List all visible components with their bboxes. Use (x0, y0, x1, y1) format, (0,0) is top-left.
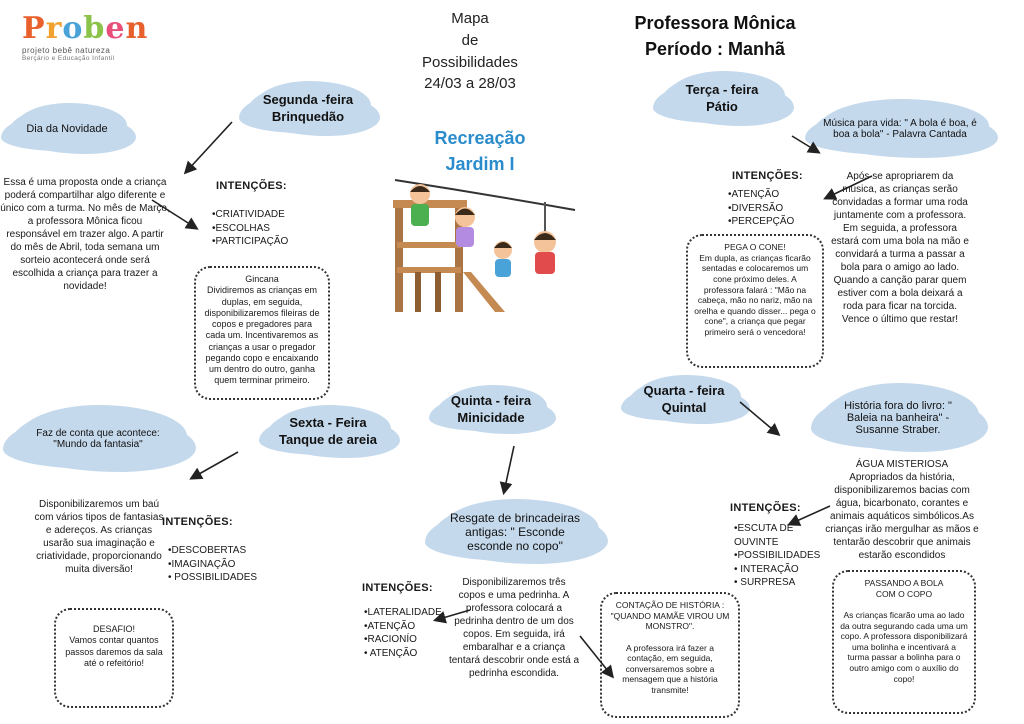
intention-item: •ESCUTA DE (734, 523, 794, 534)
wednesday-day: Quarta - feira (643, 383, 725, 399)
intention-item: •DIVERSÃO (728, 202, 784, 214)
thursday-activity: Resgate de brincadeiras antigas: " Escon… (449, 511, 581, 553)
class-title-line: Recreação (434, 128, 526, 148)
intention-item: •POSSIBILIDADES (734, 550, 821, 561)
intention-item: •LATERALIDADE (364, 607, 442, 618)
map-title-line: Mapa (451, 10, 489, 27)
intention-item: •ATENÇÃO (728, 189, 780, 200)
thursday-place: Minicidade (457, 410, 525, 425)
class-title: Recreação Jardim I (410, 125, 550, 177)
wednesday-intentions-list: •ESCUTA DE OUVINTE •POSSIBILIDADES • INT… (734, 522, 820, 590)
arrow-thursday (499, 445, 515, 496)
arrow-monday-intentions (151, 199, 199, 230)
thursday-activity-cloud: Resgate de brincadeiras antigas: " Escon… (432, 502, 598, 562)
map-title: Mapa de Possibilidades 24/03 a 28/03 (400, 8, 540, 95)
monday-intentions-title: INTENÇÕES: (216, 180, 287, 192)
intention-item: •CRIATIVIDADE (212, 209, 285, 220)
tuesday-intentions-title: INTENÇÕES: (732, 170, 803, 182)
monday-day: Segunda -feira (262, 92, 354, 108)
monday-activity: Dia da Novidade (26, 123, 108, 135)
intention-item: •PERCEPÇÃO (728, 216, 795, 227)
tuesday-day: Terça - feira (685, 82, 759, 98)
monday-intentions-list: •CRIATIVIDADE •ESCOLHAS •PARTICIPAÇÃO (212, 208, 288, 249)
friday-day: Sexta - Feira (289, 415, 367, 431)
teacher-block: Professora Mônica Período : Manhã (610, 10, 820, 62)
school-logo: Proben projeto bebê natureza Berçário e … (22, 11, 162, 63)
arrow-monday (183, 121, 233, 175)
friday-place: Tanque de areia (278, 432, 377, 447)
wednesday-description: ÁGUA MISTERIOSA Apropriados da história,… (825, 459, 979, 561)
monday-description: Essa é uma proposta onde a criança poder… (0, 177, 170, 292)
intention-item: • POSSIBILIDADES (168, 572, 258, 583)
logo-subtitle: Berçário e Educação Infantil (22, 55, 115, 62)
intention-item: •IMAGINAÇÃO (168, 558, 236, 570)
logo-tagline: projeto bebê natureza (22, 46, 111, 55)
arrow-thursday-story (579, 635, 614, 679)
wednesday-activity: História fora do livro: " Baleia na banh… (844, 400, 952, 436)
intention-item: • INTERAÇÃO (734, 563, 799, 575)
period: Período : Manhã (644, 39, 785, 60)
arrow-tuesday-intentions (823, 175, 873, 200)
tuesday-activity-cloud: Música para vida: " A bola é boa, é boa … (812, 102, 988, 156)
friday-activity-cloud: Faz de conta que acontece: "Mundo da fan… (10, 408, 186, 470)
intention-item: •PARTICIPAÇÃO (212, 236, 289, 247)
tuesday-game-box: PEGA O CONE! Em dupla, as crianças ficar… (686, 234, 824, 368)
friday-activity: Faz de conta que acontece: "Mundo da fan… (36, 428, 160, 450)
tuesday-activity: Música para vida: " A bola é boa, é boa … (823, 118, 977, 140)
map-date-range: 24/03 a 28/03 (424, 75, 516, 93)
arrow-wednesday (739, 401, 781, 437)
friday-intentions-title: INTENÇÕES: (162, 516, 233, 528)
friday-description: Disponibilizaremos um baú com vários tip… (34, 499, 164, 575)
arrow-friday (189, 451, 239, 480)
thursday-intentions-title: INTENÇÕES: (362, 582, 433, 594)
class-title-line: Jardim I (445, 154, 515, 175)
tuesday-intentions-list: •ATENÇÃO •DIVERSÃO •PERCEPÇÃO (728, 188, 794, 229)
teacher-name: Professora Mônica (634, 13, 796, 33)
arrow-wednesday-intentions (787, 505, 831, 526)
thursday-description: Disponibilizaremos três copos e uma pedr… (448, 577, 580, 679)
playground-illustration (393, 179, 576, 312)
map-title-line: de (461, 31, 479, 49)
intention-item: •ATENÇÃO (364, 620, 416, 632)
intention-item: • SURPRESA (734, 577, 796, 588)
wednesday-intentions-title: INTENÇÕES: (730, 502, 801, 514)
intention-item: •DESCOBERTAS (168, 545, 247, 556)
arrow-tuesday (791, 135, 821, 154)
wednesday-place: Quintal (661, 400, 707, 415)
tuesday-description: Após se apropriarem da música, as crianç… (831, 171, 969, 325)
intention-item: •ESCOLHAS (212, 222, 270, 234)
intention-item: • ATENÇÃO (364, 647, 418, 659)
arrow-thursday-intentions (432, 609, 471, 624)
wednesday-game-box: PASSANDO A BOLA COM O COPO As crianças f… (832, 570, 976, 714)
map-title-line: Possibilidades (422, 53, 518, 71)
intention-item: OUVINTE (734, 536, 779, 548)
friday-intentions-list: •DESCOBERTAS •IMAGINAÇÃO • POSSIBILIDADE… (168, 544, 257, 585)
thursday-game-box: CONTAÇÃO DE HISTÓRIA : "QUANDO MAMÃE VIR… (600, 592, 740, 718)
logo-wordmark: Proben (22, 11, 149, 46)
thursday-intentions-list: •LATERALIDADE •ATENÇÃO •RACIONÍO • ATENÇ… (364, 606, 442, 660)
wednesday-activity-cloud: História fora do livro: " Baleia na banh… (818, 386, 978, 450)
friday-game-box: DESAFIO! Vamos contar quantos passos dar… (54, 608, 174, 708)
intention-item: •RACIONÍO (364, 634, 417, 645)
tuesday-place: Pátio (706, 99, 738, 114)
monday-place: Brinquedão (271, 109, 345, 124)
thursday-day: Quinta - feira (450, 393, 532, 409)
monday-activity-cloud: Dia da Novidade (8, 106, 126, 152)
monday-game-box: Gincana Dividiremos as crianças em dupla… (194, 266, 330, 400)
